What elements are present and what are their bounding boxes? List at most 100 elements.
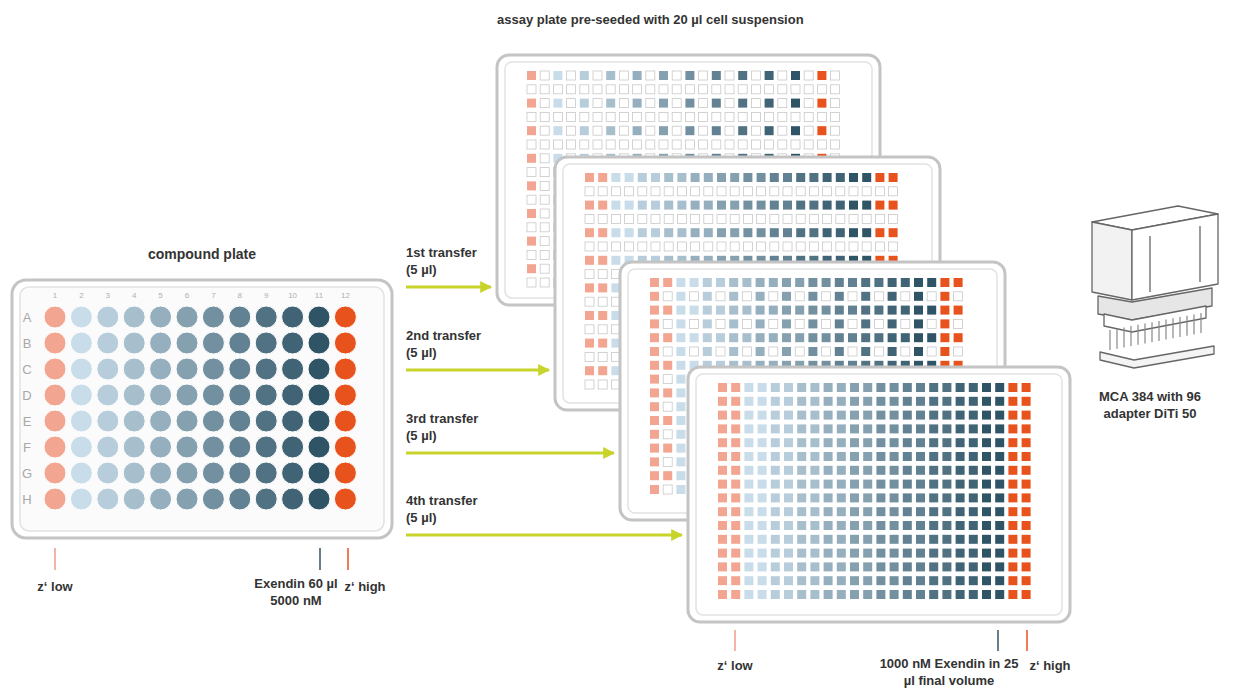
well <box>676 430 685 439</box>
well <box>916 424 925 433</box>
well <box>771 424 780 433</box>
well <box>659 112 668 121</box>
well <box>758 452 767 461</box>
row-letter: D <box>18 387 36 404</box>
well <box>742 278 751 287</box>
well <box>982 383 991 392</box>
well <box>598 380 607 389</box>
well <box>956 549 965 558</box>
well <box>982 562 991 571</box>
well <box>712 112 721 121</box>
well <box>863 493 872 502</box>
well <box>704 242 713 251</box>
well <box>567 112 576 121</box>
well <box>663 292 672 301</box>
well <box>848 306 857 315</box>
well <box>874 333 883 342</box>
well <box>676 278 685 287</box>
well <box>282 306 304 328</box>
well <box>824 397 833 406</box>
well <box>690 292 699 301</box>
well <box>797 507 806 516</box>
well <box>1008 466 1017 475</box>
well <box>676 319 685 328</box>
well <box>598 270 607 279</box>
well <box>202 384 224 406</box>
well <box>916 383 925 392</box>
transfer-label: 4th transfer (5 µl) <box>404 492 492 526</box>
well <box>771 383 780 392</box>
well <box>837 576 846 585</box>
well <box>553 99 562 108</box>
transfer-arrow <box>406 534 682 537</box>
well <box>229 332 251 354</box>
well <box>758 438 767 447</box>
well <box>804 140 813 149</box>
well <box>914 333 923 342</box>
well <box>956 576 965 585</box>
well <box>663 430 672 439</box>
well <box>823 228 832 237</box>
well <box>916 411 925 420</box>
well <box>598 311 607 320</box>
well <box>663 361 672 370</box>
well <box>738 71 747 80</box>
well <box>969 466 978 475</box>
well <box>676 471 685 480</box>
well <box>685 126 694 135</box>
well <box>784 466 793 475</box>
well <box>1022 590 1031 599</box>
well <box>704 214 713 223</box>
well <box>929 549 938 558</box>
well <box>875 173 884 182</box>
well <box>797 466 806 475</box>
well <box>850 535 859 544</box>
well <box>690 347 699 356</box>
well <box>797 562 806 571</box>
well <box>611 187 620 196</box>
well <box>765 140 774 149</box>
well <box>703 306 712 315</box>
well <box>585 256 594 265</box>
well <box>837 493 846 502</box>
transfer-arrow <box>406 286 491 289</box>
well <box>771 535 780 544</box>
well <box>995 383 1004 392</box>
well <box>954 292 963 301</box>
well <box>808 306 817 315</box>
well <box>585 270 594 279</box>
column-number: 7 <box>203 290 223 302</box>
well <box>836 214 845 223</box>
well <box>808 319 817 328</box>
well <box>646 112 655 121</box>
well <box>638 173 647 182</box>
well <box>527 99 536 108</box>
well <box>712 126 721 135</box>
well <box>585 242 594 251</box>
well <box>527 250 536 259</box>
well <box>718 507 727 516</box>
well <box>593 126 602 135</box>
well <box>598 256 607 265</box>
plate-title: assay plate pre-seeded with 20 µl cell s… <box>497 11 927 28</box>
well <box>651 214 660 223</box>
well <box>876 562 885 571</box>
well <box>809 201 818 210</box>
well <box>797 576 806 585</box>
well <box>691 214 700 223</box>
well <box>831 140 840 149</box>
well <box>757 173 766 182</box>
well <box>1022 493 1031 502</box>
well <box>903 549 912 558</box>
well <box>796 242 805 251</box>
well <box>202 436 224 458</box>
row-letter: A <box>18 309 36 326</box>
well <box>863 507 872 516</box>
well <box>729 306 738 315</box>
well <box>730 201 739 210</box>
well <box>782 306 791 315</box>
well <box>823 201 832 210</box>
well <box>817 126 826 135</box>
well <box>585 283 594 292</box>
well <box>255 358 277 380</box>
